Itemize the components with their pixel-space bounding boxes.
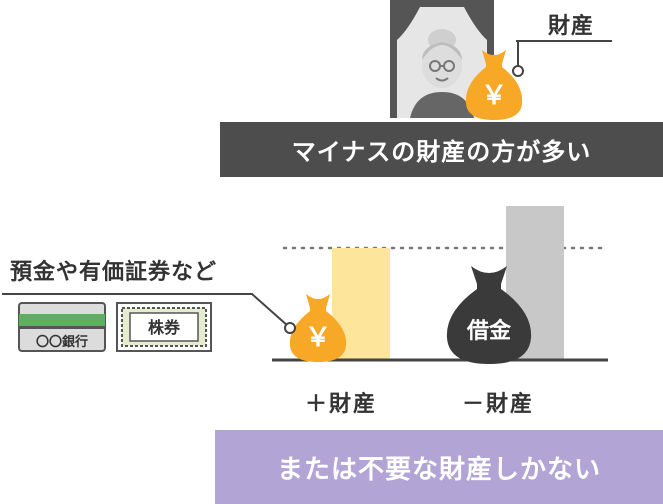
assets-example-label: 預金や有価証券など [10, 260, 218, 285]
svg-text:借金: 借金 [466, 318, 512, 344]
svg-text:株券: 株券 [148, 318, 181, 337]
money-bag-icon: ￥ [465, 50, 523, 120]
plus-assets-label: ＋財産 [305, 392, 378, 417]
svg-text:￥: ￥ [305, 323, 331, 353]
asset-callout-label: 財産 [548, 14, 595, 39]
bottom-banner: または不要な財産しかない [215, 430, 663, 504]
asset-callout-underline [516, 40, 612, 42]
elderly-woman-icon [410, 29, 474, 118]
asset-callout-line [512, 41, 524, 77]
bankbook-icon: 〇〇銀行 [18, 302, 106, 352]
portrait-frame-icon [390, 0, 494, 118]
top-banner: マイナスの財産の方が多い [220, 122, 663, 177]
svg-text:￥: ￥ [481, 81, 507, 111]
stock-certificate-icon: 株券 [116, 302, 212, 352]
assets-pointer-line [2, 293, 296, 334]
svg-text:〇〇銀行: 〇〇銀行 [36, 334, 88, 350]
minus-assets-label: －財産 [462, 392, 535, 417]
money-bag-icon: ￥ [289, 294, 347, 362]
debt-bag-icon: 借金 [446, 266, 532, 364]
